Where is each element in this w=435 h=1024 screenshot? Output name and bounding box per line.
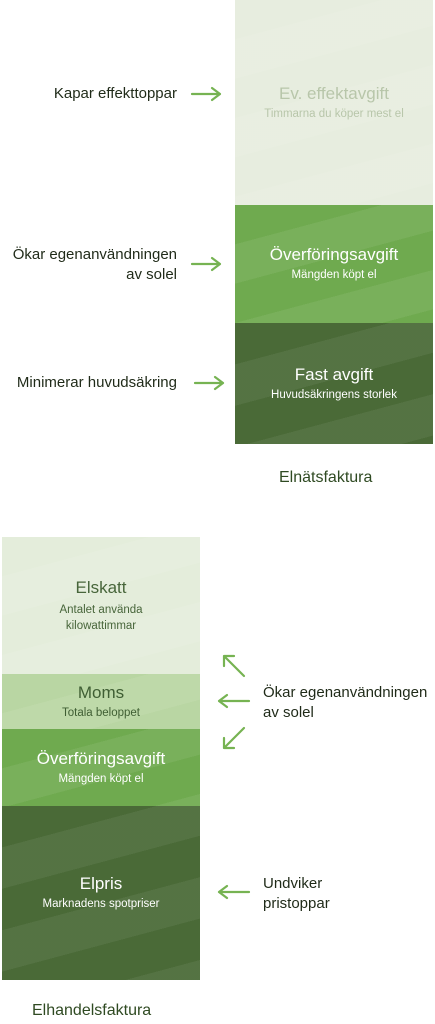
label-cuts-peaks: Kapar effekttoppar: [53, 85, 177, 102]
arrow-left-icon: [217, 884, 251, 900]
label-increase-self-use-line2: av solel: [126, 266, 177, 283]
retail-transfer-fee-title: Överföringsavgift: [36, 748, 166, 768]
arrow-right-icon: [190, 86, 222, 102]
label-minimize-fuse: Minimerar huvudsäkring: [16, 374, 177, 391]
label-increase-self-use: Ökar egenanvändningen av solel: [13, 245, 177, 285]
retail-energy-price-block: Elpris Marknadens spotpriser: [2, 806, 200, 980]
arrow-right-icon: [190, 256, 222, 272]
grid-fixed-fee-subtitle: Huvudsäkringens storlek: [271, 388, 397, 401]
retail-vat-subtitle: Totala beloppet: [61, 706, 140, 719]
retail-transfer-fee-subtitle: Mängden köpt el: [58, 772, 144, 785]
grid-effect-fee-block: Ev. effektavgift Timmarna du köper mest …: [235, 0, 433, 205]
retail-vat-block: Moms Totala beloppet: [2, 674, 200, 729]
retail-tax-block: Elskatt Antalet använda kilowattimmar: [2, 537, 200, 674]
arrow-down-left-icon: [222, 726, 246, 750]
retail-transfer-fee-block: Överföringsavgift Mängden köpt el: [2, 729, 200, 806]
arrow-right-icon: [193, 375, 225, 391]
grid-fixed-fee-title: Fast avgift: [294, 364, 374, 384]
grid-transfer-fee-subtitle: Mängden köpt el: [291, 269, 377, 281]
retail-tax-subtitle-line1: Antalet använda: [59, 603, 143, 616]
retail-invoice-caption: Elhandelsfaktura: [32, 1002, 152, 1019]
label-increase-self-use-retail-line2: av solel: [263, 704, 314, 721]
retail-tax-subtitle-line2: kilowattimmar: [65, 619, 137, 632]
retail-energy-price-title: Elpris: [79, 874, 123, 893]
grid-transfer-fee-block: Överföringsavgift Mängden köpt el: [235, 205, 433, 323]
grid-invoice-caption: Elnätsfaktura: [279, 469, 373, 486]
grid-effect-fee-subtitle: Timmarna du köper mest el: [264, 107, 404, 120]
retail-energy-price-subtitle: Marknadens spotpriser: [42, 898, 160, 910]
label-avoid-price-peaks-line2: pristoppar: [263, 895, 330, 912]
grid-effect-fee-title: Ev. effektavgift: [279, 83, 389, 103]
label-increase-self-use-line1: Ökar egenanvändningen: [12, 246, 177, 263]
label-avoid-price-peaks: Undviker pristoppar: [263, 874, 330, 914]
retail-tax-title: Elskatt: [75, 577, 127, 597]
arrow-left-icon: [217, 693, 251, 709]
label-avoid-price-peaks-line1: Undviker: [263, 875, 323, 892]
label-increase-self-use-retail: Ökar egenanvändningen av solel: [263, 683, 427, 723]
grid-transfer-fee-title: Överföringsavgift: [269, 245, 399, 264]
retail-vat-title: Moms: [77, 682, 125, 702]
label-increase-self-use-retail-line1: Ökar egenanvändningen: [263, 684, 428, 701]
grid-fixed-fee-block: Fast avgift Huvudsäkringens storlek: [235, 323, 433, 444]
arrow-up-left-icon: [222, 654, 246, 678]
